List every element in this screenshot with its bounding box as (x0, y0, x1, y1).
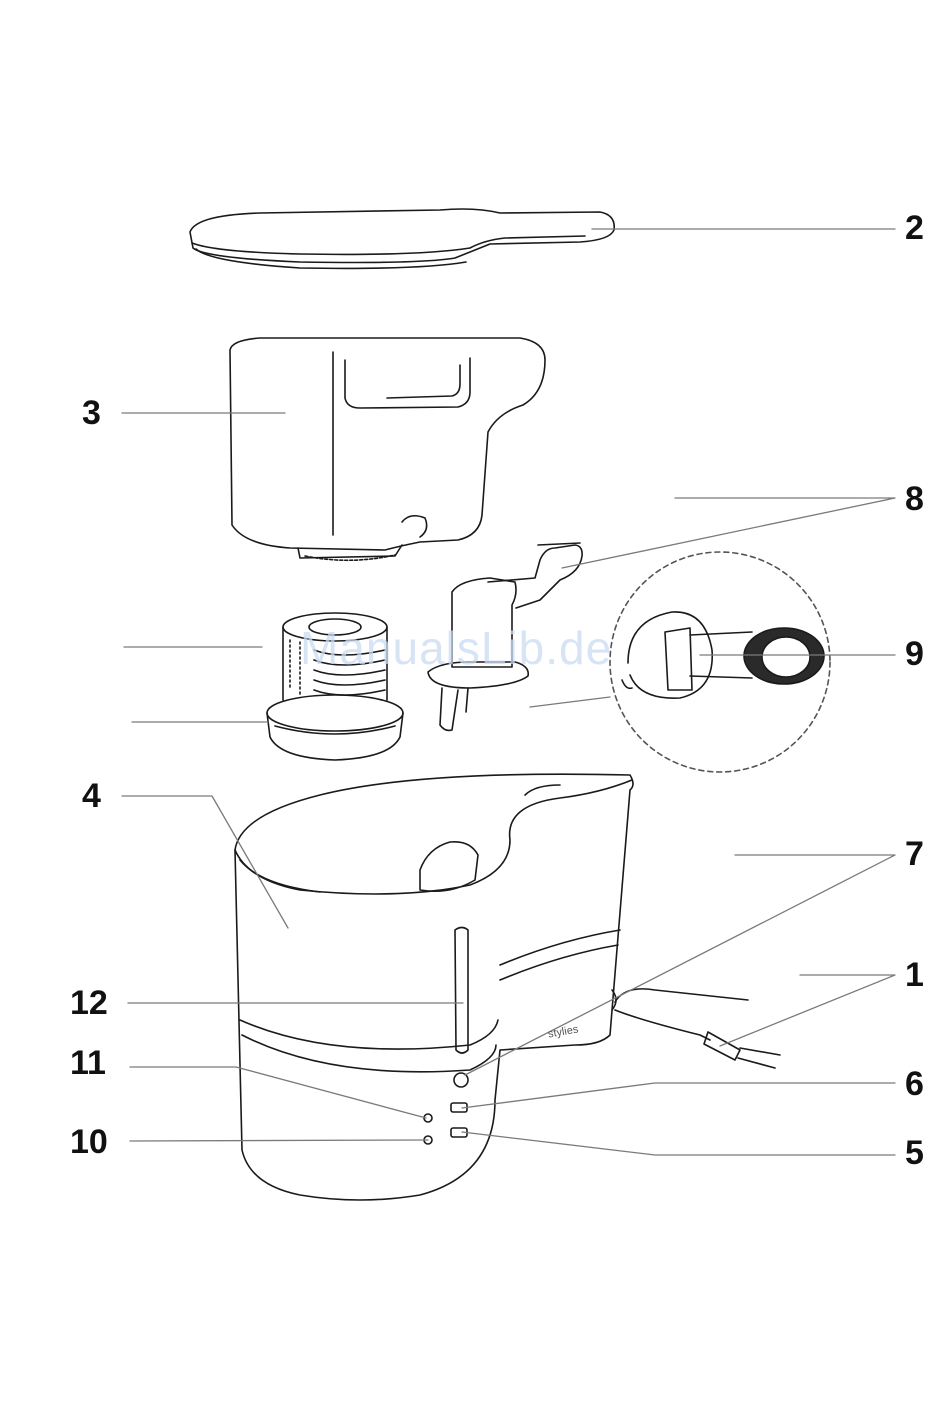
detail-view (610, 552, 830, 772)
lid (190, 209, 614, 268)
base-unit (235, 774, 633, 1200)
callout-12: 12 (70, 986, 108, 1020)
callout-8: 8 (905, 482, 924, 516)
callout-11: 11 (70, 1046, 106, 1080)
callout-4: 4 (82, 779, 101, 813)
leader-lines (122, 229, 895, 1155)
callout-2: 2 (905, 211, 924, 245)
power-cord (615, 989, 780, 1068)
watermark-text: ManualsLib.de (300, 625, 612, 671)
water-tank (230, 338, 545, 560)
callout-5: 5 (905, 1136, 924, 1170)
callout-9: 9 (905, 637, 924, 671)
callout-3: 3 (82, 396, 101, 430)
callout-10: 10 (70, 1125, 108, 1159)
callout-7: 7 (905, 837, 924, 871)
callout-1: 1 (905, 958, 924, 992)
callout-6: 6 (905, 1067, 924, 1101)
